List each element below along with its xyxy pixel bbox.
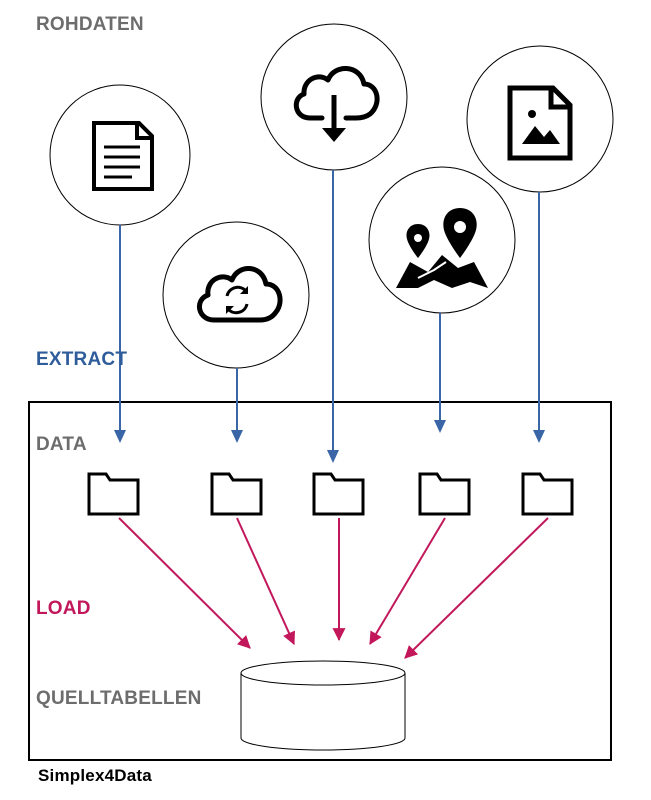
extract-arrowheads	[114, 420, 545, 463]
system-name-label: Simplex4Data	[38, 766, 152, 785]
load-label: LOAD	[36, 598, 91, 619]
folder-icon	[312, 472, 365, 516]
folder-icon	[210, 472, 263, 516]
cloud-sync-icon	[197, 266, 283, 323]
data-label: DATA	[36, 434, 87, 455]
source-tables-label: QUELLTABELLEN	[36, 688, 202, 709]
extract-arrows	[119, 170, 540, 452]
raw-data-label: ROHDATEN	[36, 14, 144, 35]
map-pins-icon	[396, 208, 488, 288]
load-arrow-1	[118, 517, 251, 649]
load-arrows	[118, 517, 549, 659]
load-arrow-4	[369, 517, 446, 645]
extract-label: EXTRACT	[36, 349, 128, 370]
load-arrow-2	[236, 517, 296, 645]
source-image-file	[466, 45, 614, 193]
cloud-download-icon	[293, 66, 380, 142]
source-cloud-sync	[162, 221, 310, 369]
source-map-pins	[368, 166, 516, 314]
folder-icon	[521, 472, 574, 516]
data-folders	[87, 472, 574, 516]
document-icon	[92, 121, 154, 191]
folder-icon	[87, 472, 140, 516]
source-document	[49, 84, 191, 226]
source-cloud-download	[260, 23, 408, 171]
image-file-icon	[507, 85, 573, 161]
folder-icon	[418, 472, 471, 516]
system-boundary	[28, 401, 612, 761]
database-cylinder	[240, 660, 406, 751]
load-arrow-5	[404, 517, 549, 659]
